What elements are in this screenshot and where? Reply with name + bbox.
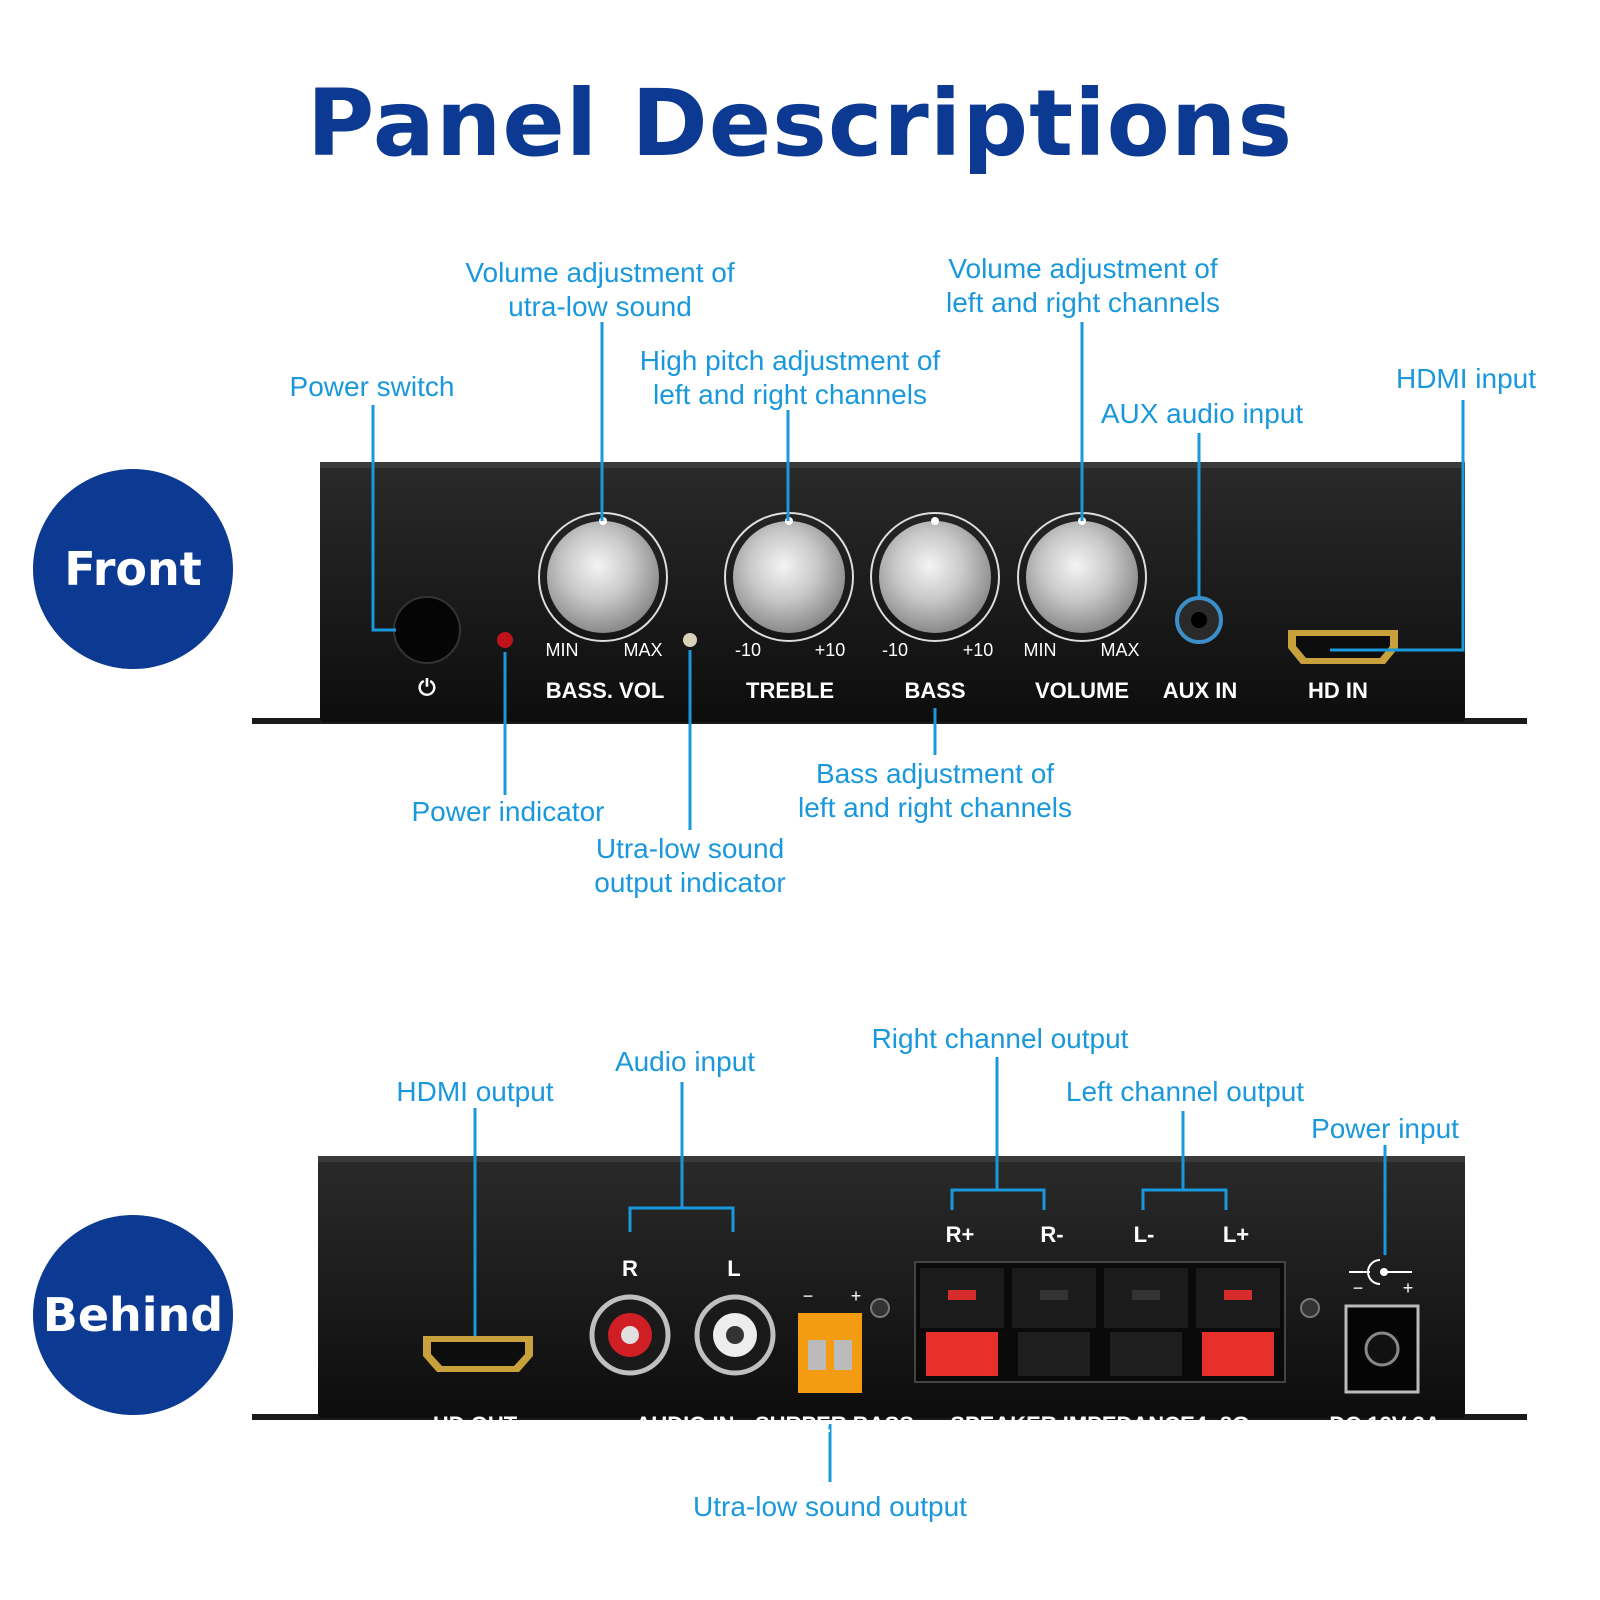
- callout-text: utra-low sound: [508, 291, 692, 322]
- hd-in-label: HD IN: [1308, 678, 1368, 703]
- surper-bass-terminal: [798, 1313, 862, 1393]
- speaker-impedance-label: SPEAKER IMPEDANCE4~8Ω: [950, 1412, 1250, 1437]
- callout-text: Power switch: [289, 371, 455, 402]
- bass-vol-max: MAX: [623, 640, 663, 660]
- volume-knob: [1017, 512, 1147, 642]
- volume-min: MIN: [1023, 640, 1057, 660]
- rear-panel: [252, 1156, 1527, 1420]
- treble-min: -10: [734, 640, 761, 660]
- l-minus-label: L-: [1133, 1222, 1155, 1247]
- hdmi-out-port: [423, 1336, 533, 1372]
- callout-treble: High pitch adjustment of left and right …: [610, 344, 970, 412]
- front-badge: Front: [33, 469, 233, 669]
- bass-label: BASS: [904, 678, 966, 703]
- power-symbol: ⏻: [418, 675, 436, 700]
- callout-text: High pitch adjustment of: [639, 345, 941, 376]
- front-panel: [252, 462, 1527, 724]
- callout-volume: Volume adjustment of left and right chan…: [918, 252, 1248, 320]
- page-title: Panel Descriptions: [306, 70, 1294, 177]
- r-minus-label: R-: [1040, 1222, 1064, 1247]
- callout-sub-output: Utra-low sound output: [680, 1490, 980, 1524]
- bass-max: +10: [962, 640, 994, 660]
- bass-vol-knob: [538, 512, 668, 642]
- callout-power-input: Power input: [1295, 1112, 1475, 1146]
- aux-jack: [1175, 596, 1223, 644]
- callout-text: output indicator: [594, 867, 786, 898]
- callout-text: Left channel output: [1065, 1076, 1305, 1107]
- callout-text: Utra-low sound output: [693, 1491, 967, 1522]
- callout-text: Bass adjustment of: [815, 758, 1055, 789]
- leader-lines: [371, 322, 1465, 1482]
- callout-power-indicator: Power indicator: [393, 795, 623, 829]
- callout-text: Power input: [1311, 1113, 1459, 1144]
- callout-text: left and right channels: [653, 379, 927, 410]
- audio-in-label: AUDIO IN: [635, 1412, 735, 1437]
- surper-bass-label: SURPER BASS: [755, 1412, 914, 1437]
- callout-right-channel: Right channel output: [850, 1022, 1150, 1056]
- bass-knob: [870, 512, 1000, 642]
- dc-minus-label: −: [1352, 1278, 1364, 1298]
- callout-hdmi-in: HDMI input: [1376, 362, 1556, 396]
- callout-text: Volume adjustment of: [465, 257, 735, 288]
- sb-plus-label: +: [850, 1286, 862, 1306]
- audio-l-label: L: [727, 1256, 741, 1281]
- callout-audio-input: Audio input: [590, 1045, 780, 1079]
- callout-aux: AUX audio input: [1082, 397, 1322, 431]
- aux-in-label: AUX IN: [1162, 678, 1238, 703]
- audio-r-label: R: [622, 1256, 638, 1281]
- volume-label: VOLUME: [1034, 678, 1130, 703]
- power-led: [497, 632, 513, 648]
- speaker-terminals: [914, 1261, 1286, 1383]
- behind-badge: Behind: [33, 1215, 233, 1415]
- r-plus-label: R+: [945, 1222, 975, 1247]
- volume-max: MAX: [1100, 640, 1140, 660]
- bass-vol-label: BASS. VOL: [545, 678, 665, 703]
- bass-vol-min: MIN: [545, 640, 579, 660]
- callout-bass-volume: Volume adjustment of utra-low sound: [440, 256, 760, 324]
- sb-minus-label: −: [802, 1286, 814, 1306]
- callout-text: Volume adjustment of: [948, 253, 1218, 284]
- callout-text: Right channel output: [871, 1023, 1129, 1054]
- hdmi-in-port: [1288, 630, 1398, 664]
- callout-text: Audio input: [614, 1046, 756, 1077]
- callout-left-channel: Left channel output: [1040, 1075, 1330, 1109]
- callout-text: HDMI input: [1395, 363, 1537, 394]
- dc-rating-label: DC 12V 3A: [1329, 1412, 1441, 1437]
- callout-text: Power indicator: [411, 796, 605, 827]
- bass-indicator-led: [683, 633, 697, 647]
- callout-text: HDMI output: [396, 1076, 554, 1107]
- rca-left-jack: [694, 1294, 776, 1376]
- hd-out-label: HD OUT: [432, 1412, 518, 1437]
- callout-text: Utra-low sound: [595, 833, 785, 864]
- callout-text: AUX audio input: [1100, 398, 1304, 429]
- treble-knob: [724, 512, 854, 642]
- callout-text: left and right channels: [798, 792, 1072, 823]
- power-switch-knob: [393, 596, 461, 664]
- l-plus-label: L+: [1222, 1222, 1250, 1247]
- callout-bass: Bass adjustment of left and right channe…: [770, 757, 1100, 825]
- treble-max: +10: [814, 640, 846, 660]
- treble-label: TREBLE: [746, 678, 834, 703]
- callout-power-switch: Power switch: [272, 370, 472, 404]
- callout-hdmi-out: HDMI output: [375, 1075, 575, 1109]
- rca-right-jack: [589, 1294, 671, 1376]
- callout-text: left and right channels: [946, 287, 1220, 318]
- dc-plus-label: +: [1402, 1278, 1414, 1298]
- callout-bass-indicator: Utra-low sound output indicator: [570, 832, 810, 900]
- bass-min: -10: [881, 640, 908, 660]
- dc-jack: [1344, 1259, 1420, 1394]
